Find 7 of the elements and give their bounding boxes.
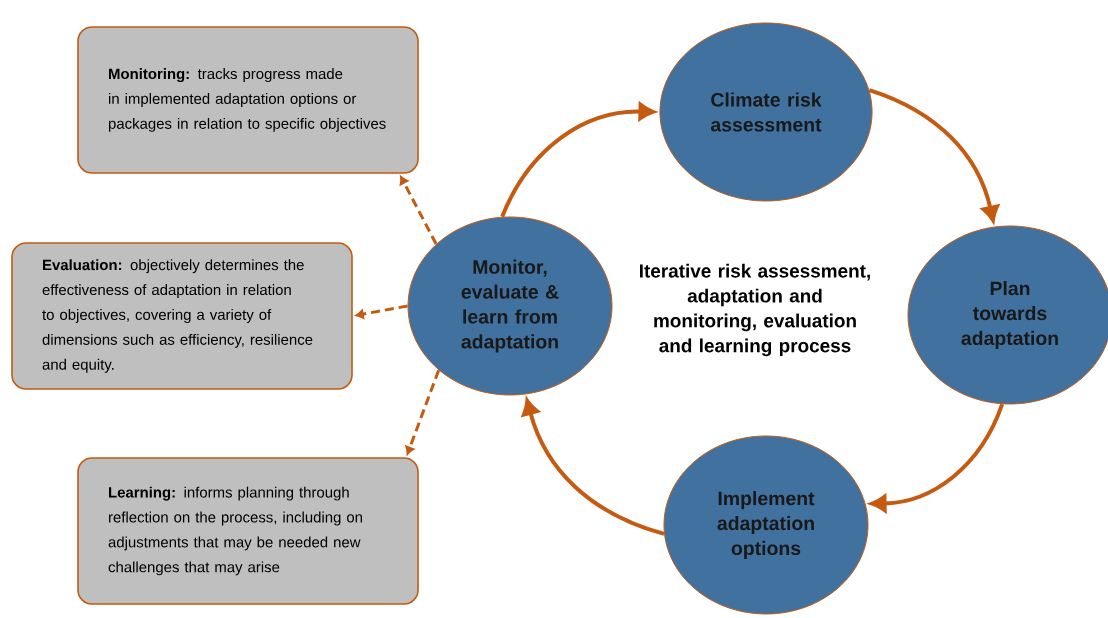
center-label: Iterative risk assessment, adaptation and monitoring, evaluation and learning process	[640, 263, 870, 357]
arrow	[355, 304, 408, 319]
arrow	[399, 176, 438, 245]
text-box: Learning: informs planning through reflection on the process, including on adjustments that may be needed new challenges that may arise	[77, 457, 419, 605]
text-box: Monitoring: tracks progress made in implemented adaptation options or packages in relation to specific objectives	[77, 26, 419, 174]
text-box: Evaluation: objectively determines the effectiveness of adaptation in relation to objectives, covering a variety of dimensions such as efficiency, resilience and equity.	[11, 242, 353, 390]
arrow	[405, 369, 441, 455]
